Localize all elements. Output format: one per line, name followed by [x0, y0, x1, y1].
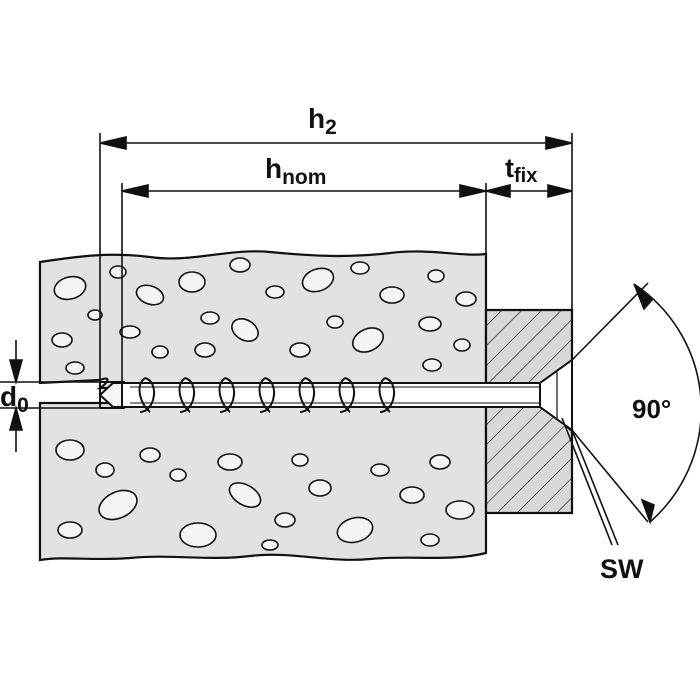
h2-label: h2	[308, 103, 337, 139]
sw-label: SW	[600, 554, 644, 584]
angle-label: 90°	[632, 394, 671, 424]
dimension-h2	[99, 133, 573, 380]
fixture-plate	[484, 308, 574, 515]
concrete-aggregate	[51, 257, 477, 551]
dimension-hnom	[121, 183, 487, 382]
screw-thread	[138, 377, 395, 413]
dimension-tfix	[485, 183, 573, 199]
tfix-label: tfix	[505, 153, 537, 187]
angle-dimension	[571, 282, 700, 525]
sw-leader	[561, 417, 619, 546]
d0-label: d0	[0, 381, 29, 417]
dimension-d0	[0, 340, 100, 452]
hnom-label: hnom	[265, 153, 326, 189]
concrete-lower-section	[38, 401, 488, 562]
concrete-upper-section	[38, 250, 488, 390]
screw-anchor	[98, 358, 573, 432]
